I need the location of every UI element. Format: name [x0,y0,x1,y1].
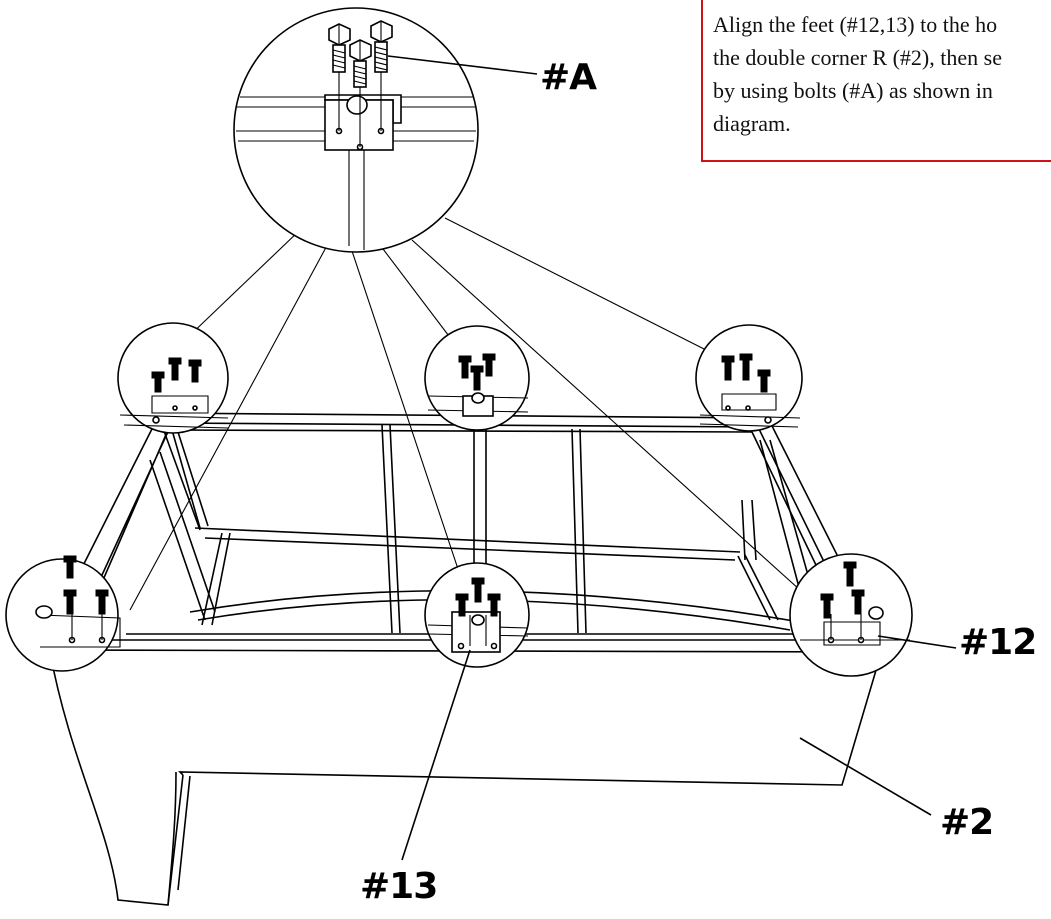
instruction-callout: Align the feet (#12,13) to the ho the do… [701,0,1051,162]
bolt-icon [757,369,771,393]
instruction-line-2: the double corner R (#2), then se [713,45,1002,70]
foot-corner-leader [877,635,957,649]
bolt-icon [851,589,865,615]
detail-circle-foot-left [5,555,121,672]
foot-center-label: #13 [360,866,438,907]
detail-circle-foot-center [424,562,530,668]
bolt-icon [349,39,372,88]
bolt-icon [168,357,182,381]
bolt-icon [95,589,109,615]
detail-circle-foot-right [789,553,913,677]
bolt-icon [482,353,496,377]
detail-circle-corner-left [117,322,229,434]
bolt-icon [820,593,834,619]
bolt-icon [739,353,753,381]
foot-center-leader [401,649,471,861]
bolt-icon [151,371,165,393]
instruction-line-4: diagram. [713,111,791,136]
detail-circle-corner-right [695,324,803,432]
bolt-icon [487,593,501,617]
corner-part-leader [799,737,932,816]
bolt-icon [458,355,472,379]
bolt-icon [455,593,469,617]
detail-circle-bolts [233,7,479,253]
bolt-icon [471,577,485,603]
bolt-icon [63,555,77,579]
bolt-icon [843,561,857,587]
bolt-icon [328,23,351,73]
frame-structure [40,412,883,906]
instruction-line-3: by using bolts (#A) as shown in [713,78,993,103]
bolt-icon [188,359,202,383]
bolt-label-leader [387,55,538,75]
bolt-icon [470,365,484,391]
bolt-icon [370,20,393,73]
bolt-label: #A [540,57,597,98]
bolt-icon [721,355,735,381]
instruction-line-1: Align the feet (#12,13) to the ho [713,12,998,37]
detail-circle-center-top [424,325,530,431]
foot-corner-label: #12 [959,622,1037,663]
bolt-icon [63,589,77,615]
corner-part-label: #2 [940,802,994,843]
